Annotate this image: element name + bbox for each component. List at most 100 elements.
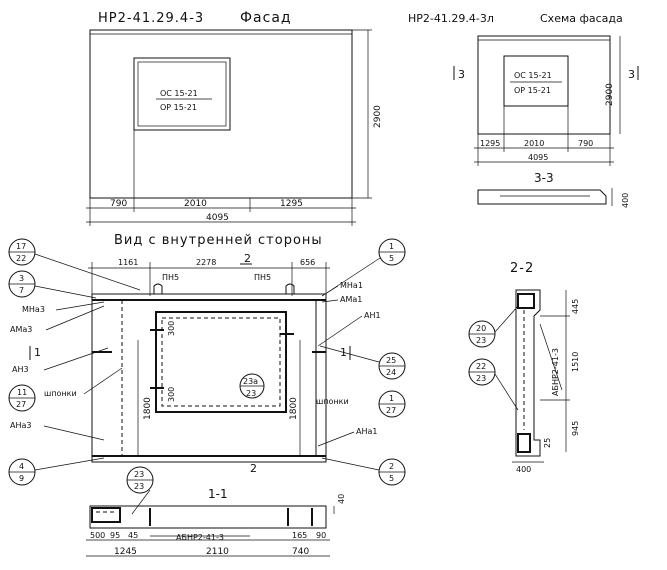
callout-22-bottom: 23 [476, 374, 486, 383]
leader-an1 [317, 315, 363, 347]
scheme-dim-790: 790 [578, 139, 593, 148]
section11-label: АБНР2-41-3 [176, 533, 224, 542]
section-2-2: 2-2 АБНР2-41-3 445 1510 945 25 400 20 23… [468, 261, 580, 474]
section-2-bottom: 2 [250, 462, 257, 475]
section11-dim-500: 500 [90, 531, 105, 540]
pn-right: ПН5 [254, 273, 271, 282]
facade-dim-790: 790 [110, 199, 127, 209]
label-ana1: АНа1 [356, 427, 377, 436]
callout-25-24: 25 24 [319, 345, 406, 380]
section22-bottom-flange [517, 433, 531, 453]
callout-25-top: 25 [386, 356, 396, 365]
callout-4-top: 4 [19, 462, 24, 471]
callout-23-bottom: 23 [134, 482, 144, 491]
pn-left-loop [153, 283, 163, 294]
label-ama3: АМа3 [10, 325, 32, 334]
callout-23a-bottom: 23 [246, 389, 256, 398]
callout-20-23: 20 23 [468, 305, 519, 348]
scheme-dim-1295: 1295 [480, 139, 500, 148]
facade-window-label-2: ОР 15-21 [160, 103, 197, 112]
inner-dim-656: 656 [300, 258, 315, 267]
leader-ana1 [317, 431, 355, 447]
label-an1: АН1 [364, 311, 381, 320]
leader-an3 [43, 347, 109, 371]
inner-window-opening [155, 311, 287, 413]
facade-height: 2900 [373, 105, 383, 128]
label-shponki-left: шпонки [44, 389, 77, 398]
scheme-title: Схема фасада [540, 12, 623, 25]
scheme-window-label-2: ОР 15-21 [514, 86, 551, 95]
section22-width: 400 [516, 465, 531, 474]
facade-outline [89, 29, 353, 199]
callout-17-22: 17 22 [8, 238, 141, 291]
section11-dim-2110: 2110 [206, 547, 229, 557]
facade-dim-1295: 1295 [280, 199, 303, 209]
callout-4-bottom: 9 [19, 474, 24, 483]
callout-23a-23: 23а 23 [239, 373, 265, 399]
section22-label: АБНР2-41-3 [551, 348, 560, 396]
callout-23-top: 23 [134, 470, 144, 479]
label-ana3: АНа3 [10, 421, 31, 430]
scheme-section-mark-left: 3 [458, 68, 465, 81]
label-ama1: АМа1 [340, 295, 362, 304]
inner-view: Вид с внутренней стороны 1161 2278 656 2… [8, 233, 406, 515]
section22-profile [515, 289, 541, 457]
section11-title: 1-1 [208, 487, 228, 501]
callout-11-bottom: 27 [16, 400, 26, 409]
facade-mark: НР2-41.29.4-3 [98, 11, 204, 26]
callout-25-bottom: 24 [386, 368, 396, 377]
callout-1-top: 1 [389, 242, 394, 251]
inner-dim-300-bottom: 300 [167, 387, 176, 402]
scheme-view: НР2-41.29.4-3л Схема фасада ОС 15-21 ОР … [408, 12, 639, 208]
section22-top-flange [517, 293, 535, 309]
facade-title: Фасад [240, 10, 292, 26]
leader-mna3 [55, 301, 105, 311]
pn-right-loop [285, 283, 295, 294]
pn-left: ПН5 [162, 273, 179, 282]
inner-dim-1800-left: 1800 [143, 397, 153, 420]
callout-11-27: 11 27 [8, 384, 36, 412]
section11-dim-95: 95 [110, 531, 120, 540]
callout-22-top: 22 [476, 362, 486, 371]
section11-dim-740: 740 [292, 547, 309, 557]
label-mna1: МНа1 [340, 281, 363, 290]
callout-1-27: 1 27 [378, 390, 406, 418]
section11-dim-90: 90 [316, 531, 326, 540]
callout-4-9: 4 9 [8, 457, 105, 486]
section22-dim-445: 445 [571, 299, 580, 314]
leader-shponki-left [83, 367, 123, 395]
facade-window-label-1: ОС 15-21 [160, 89, 198, 98]
section-1-left: 1 [34, 346, 41, 359]
callout-20-bottom: 23 [476, 336, 486, 345]
callout-2-top: 2 [389, 462, 394, 471]
leader-ama3 [45, 305, 105, 331]
inner-window-frame [161, 317, 281, 407]
label-mna3: МНа3 [22, 305, 45, 314]
section-2-top: 2 [244, 252, 251, 265]
inner-dim-1800-right: 1800 [289, 397, 299, 420]
section22-dim-25: 25 [543, 438, 552, 448]
section11-outline [89, 505, 327, 529]
callout-23-23: 23 23 [126, 466, 154, 515]
scheme-window [503, 55, 569, 107]
callout-20-top: 20 [476, 324, 486, 333]
callout-1-5: 1 5 [321, 238, 406, 297]
section22-dim-945: 945 [571, 421, 580, 436]
scheme-outline [477, 35, 611, 135]
section22-title: 2-2 [510, 261, 534, 276]
callout-22-23: 22 23 [468, 358, 519, 411]
scheme-dim-total: 4095 [528, 153, 548, 162]
facade-dim-total: 4095 [206, 213, 229, 223]
inner-dim-2278: 2278 [196, 258, 216, 267]
section11-dim-45: 45 [128, 531, 138, 540]
callout-1b-bottom: 27 [386, 406, 396, 415]
facade-window-inner [137, 61, 227, 127]
scheme-section-title: 3-3 [534, 171, 554, 185]
scheme-section-profile [477, 189, 607, 205]
scheme-section-400: 400 [621, 193, 630, 208]
callout-17-bottom: 22 [16, 254, 26, 263]
callout-1b-top: 1 [389, 394, 394, 403]
callout-3-bottom: 7 [19, 286, 24, 295]
section11-dim-165: 165 [292, 531, 307, 540]
